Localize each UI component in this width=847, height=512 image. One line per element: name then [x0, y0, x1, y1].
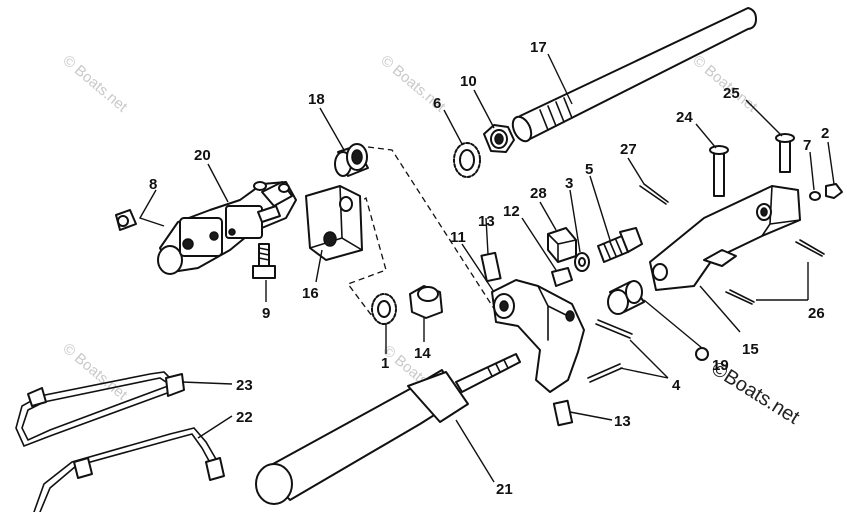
- callout-21: 21: [496, 481, 513, 498]
- leader-11: [461, 243, 495, 293]
- part-13-insert-upper: [480, 251, 502, 283]
- leader-3: [569, 189, 581, 253]
- leader-21: [455, 419, 495, 483]
- callout-5: 5: [585, 161, 593, 178]
- leader-28: [539, 201, 557, 231]
- callout-18: 18: [308, 91, 325, 108]
- leader-17: [547, 53, 573, 105]
- callout-13-upper: 13: [478, 213, 495, 230]
- leader-13b: [569, 411, 613, 421]
- callout-4: 4: [672, 377, 681, 394]
- part-13-insert-lower: [552, 399, 574, 427]
- callout-16: 16: [302, 285, 319, 302]
- callout-12: 12: [503, 203, 520, 220]
- leader-4: [619, 339, 669, 379]
- leader-6: [443, 109, 463, 145]
- callout-17: 17: [530, 39, 547, 56]
- part-27-cotter-pin: [639, 183, 669, 205]
- part-24-pin: [709, 145, 729, 197]
- callout-1: 1: [381, 355, 389, 372]
- callout-25: 25: [723, 85, 740, 102]
- watermark-4: © Boats.net: [59, 340, 131, 404]
- part-17-tube: [511, 7, 757, 143]
- leader-25: [745, 99, 783, 137]
- leader-12: [521, 217, 557, 271]
- part-14-cap-nut: [409, 285, 443, 319]
- callout-28: 28: [530, 185, 547, 202]
- watermark-1: © Boats.net: [59, 52, 131, 116]
- guide-line-18: [367, 146, 501, 319]
- part-9-bolt: [252, 243, 276, 279]
- callout-2: 2: [821, 125, 829, 142]
- leader-18: [319, 107, 345, 151]
- part-12-bushing: [551, 267, 573, 287]
- leader-22: [197, 415, 233, 439]
- part-4-pin-lower: [587, 363, 623, 383]
- callout-3: 3: [565, 175, 573, 192]
- part-10-nut: [483, 124, 515, 153]
- guide-line-16: [346, 196, 387, 317]
- part-18-bushing: [334, 143, 369, 177]
- callout-10: 10: [460, 73, 477, 90]
- part-26-cotter-pin-upper: [795, 239, 825, 257]
- part-8-fitting: [115, 209, 137, 231]
- callout-22: 22: [236, 409, 253, 426]
- leader-2: [827, 141, 835, 185]
- leader-10: [473, 89, 495, 129]
- part-23-hose-line: [15, 371, 185, 448]
- part-6-lockwasher: [453, 142, 481, 178]
- part-5-bolt: [597, 227, 643, 263]
- part-19-ring: [695, 347, 709, 361]
- leader-20: [207, 163, 229, 203]
- leader-7: [809, 151, 815, 191]
- part-4-pin-upper: [595, 319, 633, 339]
- part-28-bolt: [547, 227, 577, 263]
- callout-27: 27: [620, 141, 637, 158]
- callout-8: 8: [149, 176, 157, 193]
- callout-24: 24: [676, 109, 693, 126]
- part-16-block: [305, 185, 363, 261]
- part-1-washer: [371, 293, 397, 325]
- leader-5: [589, 175, 611, 241]
- leader-13a: [485, 217, 489, 255]
- part-21-cylinder: [255, 353, 521, 505]
- leader-8: [138, 189, 165, 227]
- part-3-washer: [574, 252, 590, 272]
- callout-11: 11: [450, 229, 466, 246]
- leader-26: [756, 262, 809, 301]
- part-26-cotter-pin-lower: [725, 289, 755, 305]
- leader-23: [181, 381, 233, 385]
- callout-7: 7: [803, 137, 811, 154]
- part-7-washer: [809, 191, 821, 201]
- leader-24: [695, 123, 717, 149]
- part-22-hose-line: [33, 427, 225, 512]
- leader-27: [627, 157, 645, 185]
- part-25-pin: [775, 133, 795, 173]
- callout-6: 6: [433, 95, 441, 112]
- part-19-sleeve: [607, 280, 645, 315]
- callout-23: 23: [236, 377, 253, 394]
- part-11-tiller-arm: [491, 279, 585, 393]
- part-20-valve: [157, 181, 297, 275]
- callout-19: 19: [712, 357, 729, 374]
- part-2-nut: [825, 183, 843, 199]
- leader-19: [643, 299, 703, 349]
- callout-9: 9: [262, 305, 270, 322]
- leader-16: [315, 249, 323, 283]
- leader-15: [699, 285, 741, 333]
- callout-26: 26: [808, 305, 825, 322]
- callout-13-lower: 13: [614, 413, 631, 430]
- callout-15: 15: [742, 341, 759, 358]
- callout-14: 14: [414, 345, 431, 362]
- callout-20: 20: [194, 147, 211, 164]
- part-15-link-bracket: [649, 185, 801, 291]
